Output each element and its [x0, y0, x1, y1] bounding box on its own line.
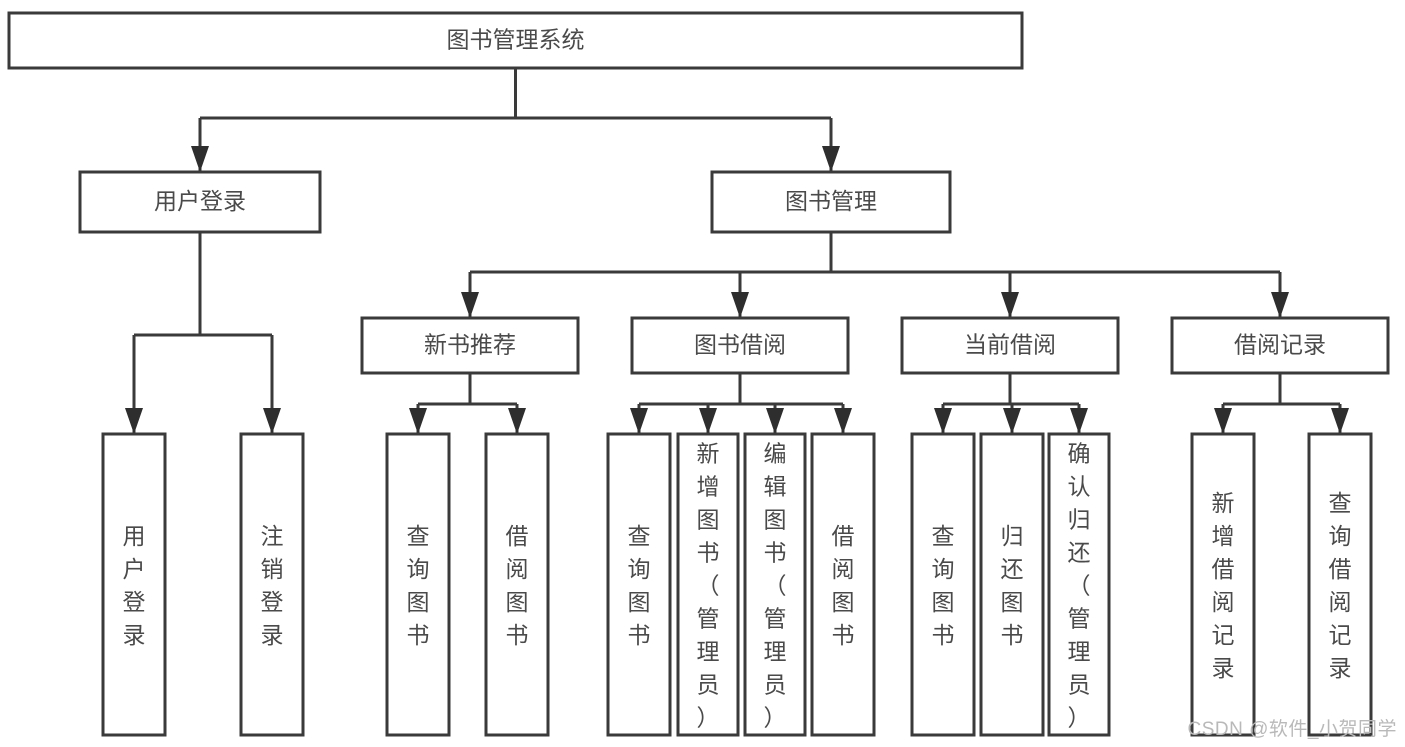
- node-box-records-add-record[interactable]: [1190, 432, 1256, 737]
- node-box-current-query-book[interactable]: [910, 432, 976, 737]
- node-user-login[interactable]: 用户登录: [78, 170, 322, 234]
- node-records-add-record[interactable]: 新增借阅记录: [1190, 432, 1256, 737]
- node-borrow-edit-book-admin[interactable]: 编辑图书（管理员）: [743, 432, 807, 737]
- node-label-borrow-query-book: 查询图书: [628, 523, 651, 648]
- node-current-query-book[interactable]: 查询图书: [910, 432, 976, 737]
- node-current-confirm-return-admin[interactable]: 确认归还（管理员）: [1047, 432, 1111, 737]
- user-login-arrow-icon-0: [125, 408, 143, 434]
- node-label-current-borrow: 当前借阅: [964, 332, 1056, 358]
- node-root[interactable]: 图书管理系统: [7, 11, 1024, 70]
- node-current-borrow[interactable]: 当前借阅: [900, 316, 1120, 375]
- node-label-user-login-action: 用户登录: [123, 523, 146, 648]
- node-borrow-borrow-book[interactable]: 借阅图书: [810, 432, 876, 737]
- current-borrow-arrow-icon-2: [1070, 408, 1088, 434]
- borrow-records-arrow-icon-1: [1331, 408, 1349, 434]
- root-arrow-icon-0: [191, 146, 209, 172]
- node-records-query-record[interactable]: 查询借阅记录: [1307, 432, 1373, 737]
- node-book-management[interactable]: 图书管理: [710, 170, 952, 234]
- csdn-watermark: CSDN @软件_小贺同学: [1187, 719, 1397, 740]
- node-layer: 图书管理系统用户登录用户登录注销登录图书管理新书推荐查询图书借阅图书图书借阅查询…: [7, 11, 1390, 737]
- connector-layer: [125, 68, 1349, 434]
- node-label-borrow-edit-book-admin: 编辑图书（管理员）: [764, 441, 787, 731]
- node-box-new-book-recommend[interactable]: [360, 316, 580, 375]
- node-box-recommend-borrow-book[interactable]: [484, 432, 550, 737]
- current-borrow-arrow-icon-1: [1003, 408, 1021, 434]
- node-box-user-login-action[interactable]: [101, 432, 167, 737]
- node-box-user-login[interactable]: [78, 170, 322, 234]
- node-box-borrow-borrow-book[interactable]: [810, 432, 876, 737]
- node-label-records-add-record: 新增借阅记录: [1212, 490, 1235, 681]
- book-borrow-arrow-icon-2: [766, 408, 784, 434]
- book-borrow-arrow-icon-1: [699, 408, 717, 434]
- node-label-book-borrow: 图书借阅: [694, 332, 786, 358]
- node-label-user-logout-action: 注销登录: [261, 523, 284, 648]
- node-box-borrow-edit-book-admin[interactable]: [743, 432, 807, 737]
- book-management-arrow-icon-1: [731, 292, 749, 318]
- node-current-return-book[interactable]: 归还图书: [979, 432, 1045, 737]
- node-box-borrow-add-book-admin[interactable]: [676, 432, 740, 737]
- new-book-recommend-arrow-icon-1: [508, 408, 526, 434]
- node-box-current-borrow[interactable]: [900, 316, 1120, 375]
- node-box-root[interactable]: [7, 11, 1024, 70]
- node-box-records-query-record[interactable]: [1307, 432, 1373, 737]
- node-borrow-add-book-admin[interactable]: 新增图书（管理员）: [676, 432, 740, 737]
- node-box-current-return-book[interactable]: [979, 432, 1045, 737]
- node-label-recommend-query-book: 查询图书: [407, 523, 430, 648]
- node-label-records-query-record: 查询借阅记录: [1329, 490, 1352, 681]
- node-box-book-management[interactable]: [710, 170, 952, 234]
- node-label-current-confirm-return-admin: 确认归还（管理员）: [1068, 441, 1091, 731]
- node-box-book-borrow[interactable]: [630, 316, 850, 375]
- node-recommend-borrow-book[interactable]: 借阅图书: [484, 432, 550, 737]
- node-borrow-records[interactable]: 借阅记录: [1170, 316, 1390, 375]
- book-management-arrow-icon-0: [461, 292, 479, 318]
- node-book-borrow[interactable]: 图书借阅: [630, 316, 850, 375]
- node-label-recommend-borrow-book: 借阅图书: [506, 523, 529, 648]
- node-label-borrow-records: 借阅记录: [1234, 332, 1326, 358]
- new-book-recommend-arrow-icon-0: [409, 408, 427, 434]
- node-label-current-return-book: 归还图书: [1001, 523, 1024, 648]
- node-label-new-book-recommend: 新书推荐: [424, 332, 516, 358]
- node-label-user-login: 用户登录: [154, 188, 246, 214]
- borrow-records-arrow-icon-0: [1214, 408, 1232, 434]
- user-login-arrow-icon-1: [263, 408, 281, 434]
- node-label-current-query-book: 查询图书: [932, 523, 955, 648]
- node-user-login-action[interactable]: 用户登录: [101, 432, 167, 737]
- node-box-user-logout-action[interactable]: [239, 432, 305, 737]
- node-box-current-confirm-return-admin[interactable]: [1047, 432, 1111, 737]
- current-borrow-arrow-icon-0: [934, 408, 952, 434]
- node-label-root: 图书管理系统: [447, 27, 585, 53]
- node-box-borrow-query-book[interactable]: [606, 432, 672, 737]
- node-label-book-management: 图书管理: [785, 188, 877, 214]
- node-user-logout-action[interactable]: 注销登录: [239, 432, 305, 737]
- book-management-arrow-icon-2: [1001, 292, 1019, 318]
- node-label-borrow-add-book-admin: 新增图书（管理员）: [697, 441, 720, 731]
- node-new-book-recommend[interactable]: 新书推荐: [360, 316, 580, 375]
- book-management-arrow-icon-3: [1271, 292, 1289, 318]
- node-box-borrow-records[interactable]: [1170, 316, 1390, 375]
- node-label-borrow-borrow-book: 借阅图书: [832, 523, 855, 648]
- book-borrow-arrow-icon-0: [630, 408, 648, 434]
- book-borrow-arrow-icon-3: [834, 408, 852, 434]
- node-box-recommend-query-book[interactable]: [385, 432, 451, 737]
- root-arrow-icon-1: [822, 146, 840, 172]
- node-recommend-query-book[interactable]: 查询图书: [385, 432, 451, 737]
- node-borrow-query-book[interactable]: 查询图书: [606, 432, 672, 737]
